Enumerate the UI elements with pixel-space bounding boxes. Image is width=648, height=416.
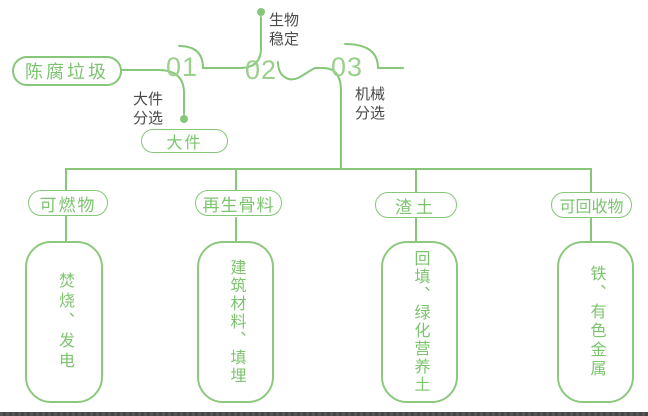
branch2-category-pill: 再生骨料 [195,190,282,216]
step1-annotation: 大件 分选 [133,91,164,127]
arc-over-step1 [178,16,262,69]
distribution-rail [65,168,592,193]
branch3-category-pill: 渣土 [375,192,457,218]
source-pill: 陈腐垃圾 [12,56,122,86]
branch3-result-box: 回填、绿化营养土 [381,241,458,403]
branch1-result-text: 焚烧、发电 [56,272,73,372]
branch1-category-pill: 可燃物 [28,190,108,216]
step2-annotation: 生物 稳定 [269,12,300,48]
bulky-output-pill: 大件 [141,129,228,153]
node-dot-bulky [180,115,188,123]
branch2-result-box: 建筑材料、填埋 [197,241,274,403]
branch4-category: 可回收物 [559,199,624,216]
branch3-result-text: 回填、绿化营养土 [411,250,429,394]
bulky-output-label: 大件 [166,135,203,152]
branch2-category: 再生骨料 [202,195,275,215]
branch4-category-pill: 可回收物 [551,192,632,218]
step3-number: 03 [330,52,364,82]
branch1-result-box: 焚烧、发电 [25,241,103,403]
source-label: 陈腐垃圾 [25,62,109,82]
branch4-result-text: 铁、有色金属 [587,265,605,379]
branch1-category: 可燃物 [39,195,97,215]
bottom-edge-strip [0,412,648,416]
step1-number: 01 [165,52,199,82]
branch2-result-text: 建筑材料、填埋 [227,259,245,385]
step3-annotation: 机械 分选 [355,86,386,122]
arc-over-step3-and-outlet [344,43,404,69]
swoosh-under-step2-to-step3-drop [277,61,342,170]
branch4-result-box: 铁、有色金属 [557,241,634,403]
step2-number: 02 [244,55,278,85]
line-source-to-step1-and-bulky-branch [121,69,185,115]
node-dot-bio [257,8,265,16]
branch3-category: 渣土 [395,197,437,217]
